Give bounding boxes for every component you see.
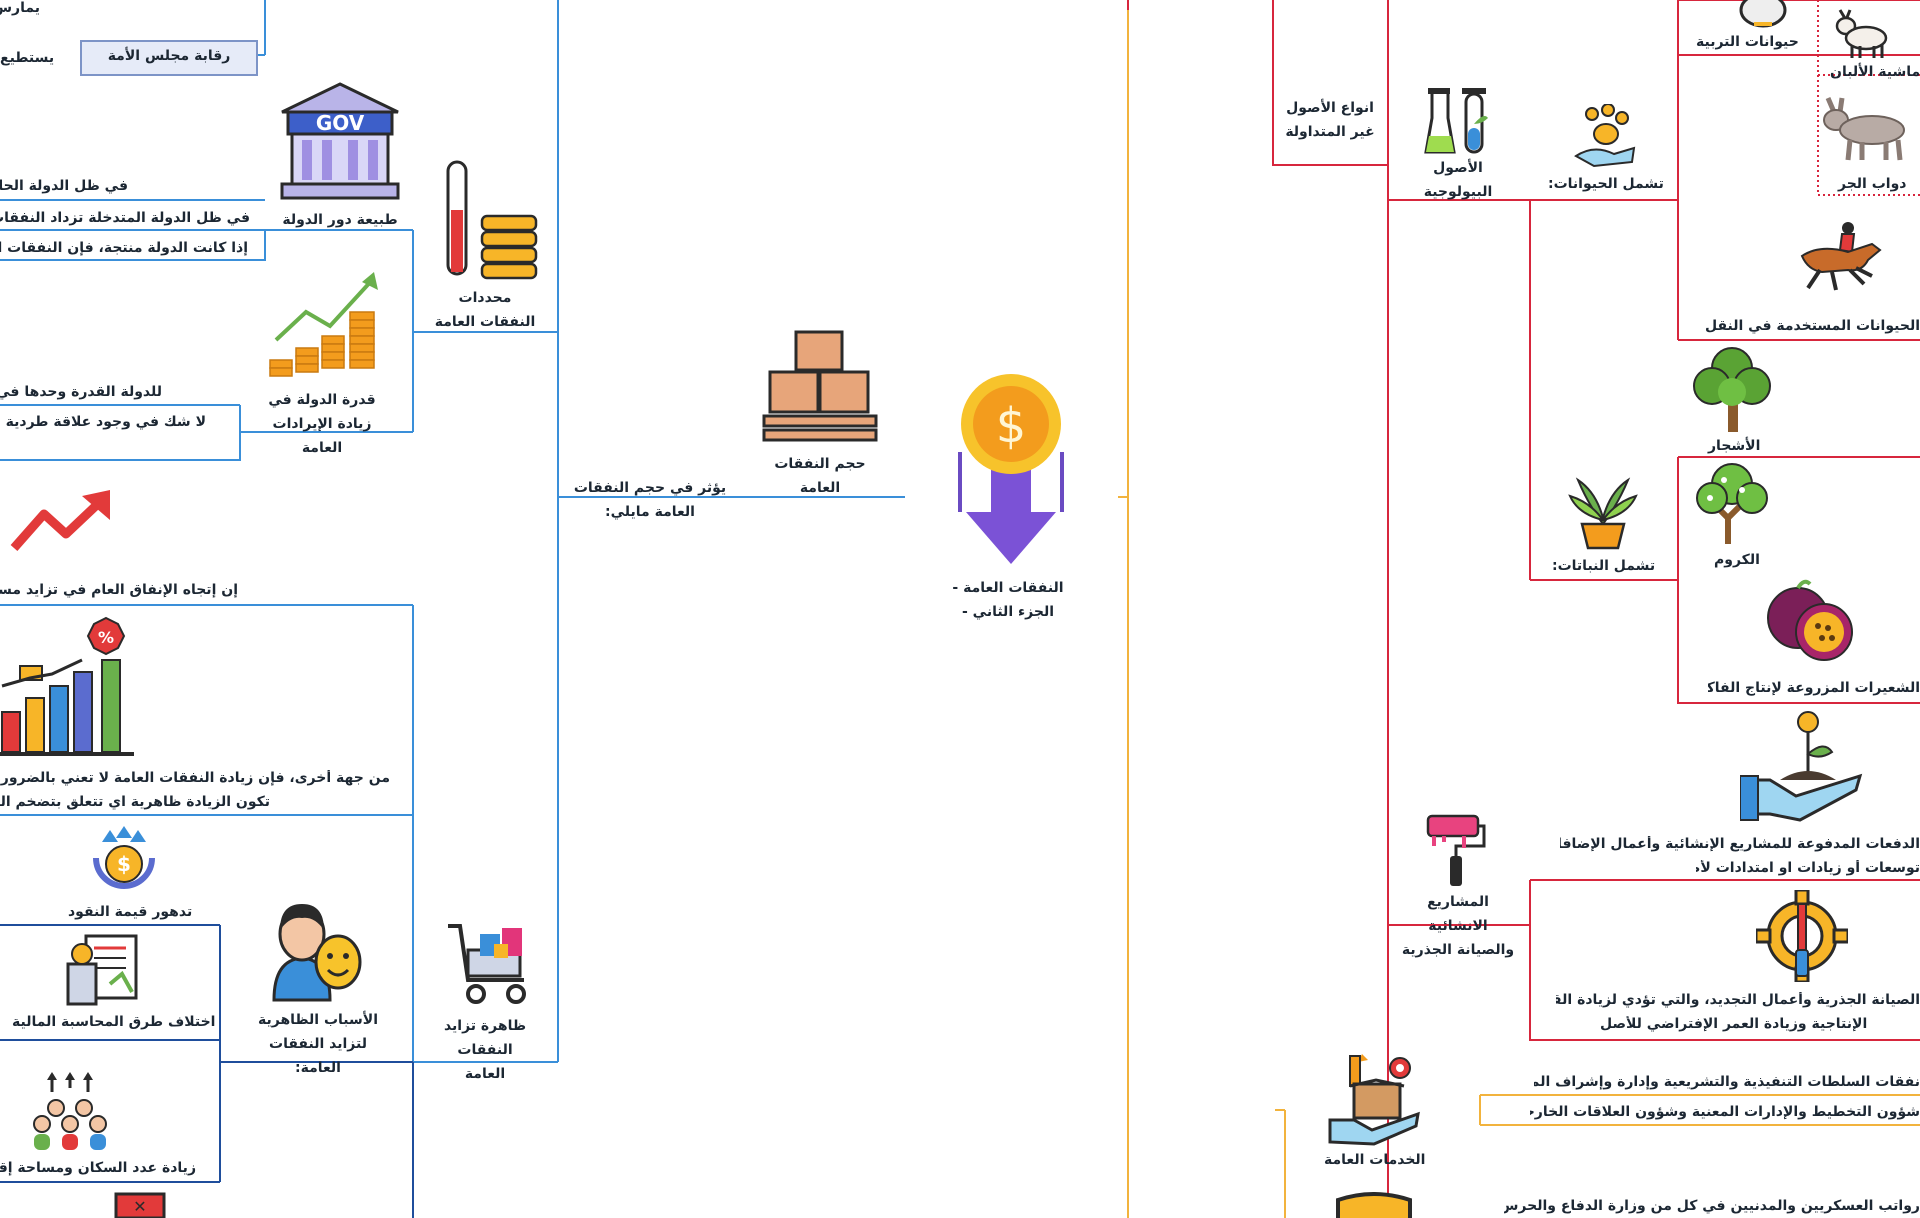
exercises-text: يمارس <box>0 0 40 16</box>
tree-icon <box>1693 347 1771 432</box>
producer-state-label: إذا كانت الدولة منتجة، فإن النفقات العام… <box>0 240 248 256</box>
market-chart-icon: % <box>0 616 134 756</box>
accounting-methods-label: اختلاف طرق المحاسبة المالية <box>12 1014 216 1030</box>
breeding-label: حيوانات التربية <box>1696 34 1799 50</box>
payments-2-label: توسعات أو زيادات او امتدادات لأصل قائم <box>1696 860 1920 876</box>
interventionist-state-label: في ظل الدولة المتدخلة تزداد النفقات العا… <box>0 210 250 226</box>
center-title: النفقات العامة - الجزء الثاني - <box>952 580 1064 620</box>
can-label: يستطيع <box>0 50 55 66</box>
money-depreciation-label: تدهور قيمة النقود <box>68 904 193 920</box>
shopping-cart-icon <box>448 924 526 1004</box>
maintenance-1-label: الصيانة الجذرية وأعمال التجديد، والتي تؤ… <box>1556 992 1920 1008</box>
masks-person-icon <box>272 904 362 1002</box>
svg-text:GOV: GOV <box>316 111 365 135</box>
lab-flasks-icon <box>1424 88 1488 154</box>
construction-node: المشاريع الانشائية والصيانة الجذرية <box>1401 894 1515 958</box>
payments-1-label: الدفعات المدفوعة للمشاريع الإنشائية وأعم… <box>1560 836 1920 852</box>
guard-state-label: في ظل الدولة الحارسة <box>0 178 128 194</box>
nature-role-node: طبيعة دور الدولة <box>282 212 398 228</box>
trend-arrow-icon <box>10 490 110 551</box>
accounting-calculator-icon <box>66 934 138 1006</box>
thermometer-coins-icon <box>446 160 538 280</box>
horse-rider-icon <box>1800 222 1882 291</box>
revenue-capacity-node: قدرة الدولة في زيادة الإيرادات العامة <box>268 392 376 456</box>
growth-coins-icon <box>269 272 378 377</box>
shield-icon <box>1336 1192 1412 1218</box>
government-building-icon: GOV <box>280 82 400 200</box>
population-label: زيادة عدد السكان ومساحة إقليم الدولة <box>0 1160 196 1176</box>
vines-label: الكروم <box>1714 552 1760 568</box>
boxes-pallet-icon <box>762 330 878 442</box>
passion-fruit-icon <box>1767 579 1853 661</box>
volume-node: حجم النفقات العامة <box>774 456 866 496</box>
paw-hand-icon <box>1574 104 1636 168</box>
fruit-shrubs-label: الشعيرات المزروعة لإنتاج الفاكهة <box>1708 680 1920 696</box>
plants-node: تشمل النباتات: <box>1552 558 1656 574</box>
other-hand-2-label: تكون الزيادة ظاهرية اي تتعلق بتضخم المبا… <box>0 794 270 810</box>
currency-down-icon: $ <box>93 826 155 889</box>
population-icon <box>33 1072 107 1150</box>
sign-icon: ✕ <box>114 1192 166 1218</box>
affects-node: يؤثر في حجم النفقات العامة مايلي: <box>573 480 727 520</box>
dairy-label: ماشية الألبان <box>1830 64 1920 80</box>
authorities-label: نفقات السلطات التنفيذية والتشريعية وإدار… <box>1534 1074 1920 1090</box>
svg-text:%: % <box>98 628 114 647</box>
exercises-label: يمارس <box>0 0 40 16</box>
donkey-icon <box>1823 97 1905 161</box>
service-box-icon <box>1328 1054 1420 1146</box>
planning-label: شؤون التخطيط والإدارات المعنية وشؤون الع… <box>1530 1104 1920 1120</box>
phenomenon-node: ظاهرة تزايد النفقات العامة <box>443 1018 527 1082</box>
gear-tools-icon <box>1756 890 1848 982</box>
vine-tree-icon <box>1696 463 1768 544</box>
maintenance-2-label: الإنتاجية وزيادة العمر الإفتراضي للأصل <box>1600 1016 1868 1032</box>
svg-text:$: $ <box>996 398 1027 454</box>
svg-text:✕: ✕ <box>133 1197 146 1216</box>
apparent-causes-node: الأسباب الظاهرية لتزايد النفقات العامة: <box>257 1012 379 1076</box>
potted-plant-icon <box>1568 477 1638 550</box>
determinants-node: محددات النفقات العامة <box>434 290 536 330</box>
biological-node: الأصول البيولوجية <box>1423 160 1493 200</box>
military-label: رواتب العسكريين والمدنيين في كل من وزارة… <box>1504 1198 1920 1214</box>
trees-label: الأشجار <box>1708 438 1761 454</box>
goose-icon <box>1739 0 1787 28</box>
no-doubt-label: لا شك في وجود علاقة طردية بين <box>0 414 206 430</box>
public-services-node: الخدمات العامة <box>1324 1152 1426 1168</box>
transport-label: الحيوانات المستخدمة في النقل او السباق <box>1700 318 1920 334</box>
svg-text:$: $ <box>117 852 131 876</box>
paint-roller-icon <box>1426 814 1486 886</box>
animals-node: تشمل الحيوانات: <box>1548 176 1664 192</box>
state-power-label: للدولة القدرة وحدها في فرض <box>0 384 162 400</box>
trend-label: إن إتجاه الإنفاق العام في تزايد مستمر <box>0 582 238 598</box>
non-current-types-node: انواع الأصول غير المتداولة <box>1285 100 1375 140</box>
draft-label: دواب الجر <box>1838 176 1907 192</box>
other-hand-1-label: من جهة أخرى، فإن زيادة النفقات العامة لا… <box>0 770 390 786</box>
investment-hand-icon <box>1740 711 1863 822</box>
dollar-down-arrow-icon: $ <box>958 374 1064 564</box>
parliament-control-box: رقابة مجلس الأمة <box>80 40 258 76</box>
goat-icon <box>1835 9 1888 58</box>
